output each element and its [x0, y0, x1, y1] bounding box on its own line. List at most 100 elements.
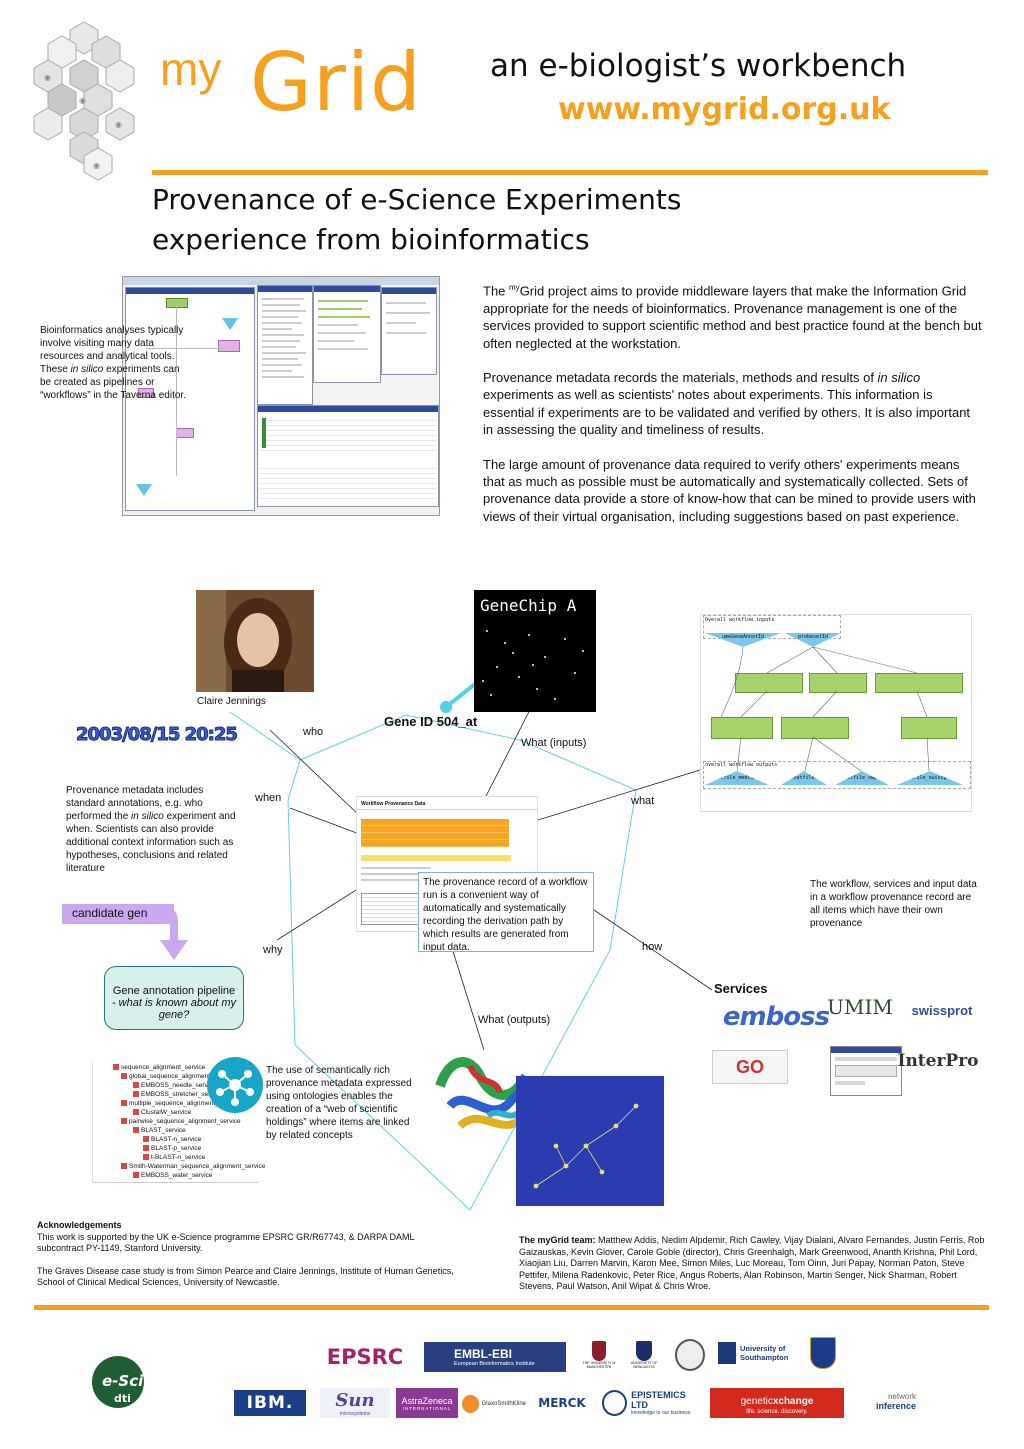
acknowledgements-heading: Acknowledgements [37, 1220, 122, 1230]
workflow-inputs-label: Overall workflow inputs [705, 617, 775, 623]
pathway-graph-image [516, 1076, 664, 1206]
oxford-crest-logo [808, 1334, 838, 1372]
gene-annotation-pipeline[interactable]: Gene annotation pipeline - what is known… [104, 966, 244, 1030]
ibm-logo: IBM. [234, 1390, 306, 1416]
geneticxchange-logo: geneticxchange life. science. discovery. [710, 1388, 844, 1418]
title-line-1: Provenance of e-Science Experiments [152, 183, 682, 216]
workflow-outputs-label: overall workflow outputs [705, 762, 778, 768]
mygrid-hex-logo: ◉◉◉◉ [33, 22, 135, 181]
workflow-window [125, 287, 255, 511]
southampton-text: University of Southampton [740, 1344, 789, 1362]
results-window [257, 405, 439, 507]
umim-logo: UMIM [827, 995, 893, 1019]
candidate-arrow-icon [148, 908, 188, 960]
intro-paragraph-1: The myGrid project aims to provide middl… [483, 283, 982, 351]
logo-prefix: my [160, 43, 222, 95]
intro-text: The myGrid project aims to provide middl… [483, 279, 983, 542]
dti-text: dti [114, 1392, 131, 1405]
label-how: how [642, 941, 663, 953]
sun-subtext: microsystems [339, 1410, 371, 1417]
workflow-note: The workflow, services and input data in… [810, 879, 977, 929]
tree-item[interactable]: t-BLAST-n_service [143, 1154, 205, 1161]
enactor-window [381, 287, 437, 375]
sun-text: Sun [335, 1389, 375, 1411]
tree-item[interactable]: Smith-Waterman_sequence_alignment_servic… [121, 1163, 265, 1170]
genechip-text: GeneChip A [480, 596, 577, 615]
svg-text:◉: ◉ [79, 96, 86, 105]
logo-main: Grid [250, 36, 422, 129]
record-note: The provenance record of a workflow run … [418, 872, 594, 953]
tagline: an e-biologist’s workbench [490, 48, 907, 84]
title-line-2: experience from bioinformatics [152, 223, 590, 256]
taverna-note: Bioinformatics analyses typically involv… [40, 325, 186, 401]
tree-item[interactable]: BLAST-n_service [143, 1136, 201, 1143]
epistemics-subtext: knowledge to our business [631, 1410, 691, 1416]
candidate-genes-tag: candidate genes [62, 904, 174, 924]
provenance-metadata-note: Provenance metadata includes standard an… [66, 785, 236, 874]
newcastle-logo: UNIVERSITY OF NEWCASTLE [626, 1334, 662, 1376]
newcastle-text: UNIVERSITY OF NEWCASTLE [630, 1361, 658, 1369]
acknowledgements-p2: The Graves Disease case study is from Si… [37, 1265, 454, 1288]
network-inference-logo: network inference [854, 1386, 916, 1416]
team-names: Matthew Addis, Nedim Alpdemir, Rich Cawl… [519, 1235, 985, 1292]
model-window [313, 285, 381, 383]
genetic-subtext: life. science. discovery. [746, 1409, 808, 1415]
taverna-note-emphasis: in silico [70, 364, 104, 375]
tree-item[interactable]: BLAST_service [133, 1127, 186, 1134]
gsk-logo: GlaxoSmithKline [462, 1390, 526, 1418]
tree-item[interactable]: EMBOSS_needle_service [133, 1082, 216, 1089]
report-summary-table [361, 819, 509, 847]
date-stamp: 2003/08/15 20:25 [76, 724, 239, 746]
merck-logo: MERCK [538, 1396, 586, 1410]
screenshot-menubar [123, 277, 439, 285]
network-text: network [887, 1391, 916, 1401]
acknowledgements-p1: This work is supported by the UK e-Scien… [37, 1231, 415, 1254]
workflow-diagram: Overall workflow inputs umeGeneAnnotId p… [700, 614, 972, 812]
escience-logo: e-Science dti [90, 1352, 183, 1414]
tree-item[interactable]: sequence_alignment_service [113, 1064, 205, 1071]
manchester-text: THE UNIVERSITY of MANCHESTER [582, 1361, 616, 1369]
taverna-screenshot [122, 276, 440, 516]
epistemics-text: EPISTEMICS LTD [631, 1390, 686, 1410]
inference-text: inference [875, 1400, 916, 1411]
pipeline-subtitle: - what is known about my gene? [111, 997, 237, 1021]
escience-text: e-Science [102, 1372, 184, 1390]
go-logo-text: GO [735, 1056, 764, 1077]
go-logo: GO [712, 1050, 788, 1084]
pipeline-title: Gene annotation pipeline [112, 985, 236, 997]
astrazeneca-subtext: INTERNATIONAL [402, 1405, 452, 1411]
interpro-logo: InterPro [897, 1051, 979, 1071]
label-why: why [263, 944, 283, 956]
network-icon [207, 1057, 263, 1113]
gsk-text: GlaxoSmithKline [481, 1401, 526, 1407]
emblebi-logo: EMBL-EBI European Bioinformatics Institu… [424, 1342, 566, 1372]
tree-item[interactable]: global_sequence_alignment_service [121, 1073, 234, 1080]
services-heading: Services [714, 981, 768, 996]
emboss-logo: emboss [722, 1002, 830, 1032]
manchester-logo: THE UNIVERSITY of MANCHESTER [580, 1334, 618, 1376]
label-what: what [631, 795, 655, 807]
tree-item[interactable]: multiple_sequence_alignment_service [121, 1100, 239, 1107]
header-rule [152, 170, 988, 175]
site-url[interactable]: www.mygrid.org.uk [558, 92, 891, 127]
sun-logo: Sun microsystems [320, 1388, 390, 1418]
service-window [257, 285, 313, 405]
emblebi-subtext: European Bioinformatics Institute [454, 1361, 535, 1367]
tree-item[interactable]: ClustalW_service [133, 1109, 191, 1116]
astrazeneca-logo: AstraZeneca INTERNATIONAL [396, 1388, 458, 1418]
emblebi-text: EMBL-EBI [454, 1347, 512, 1361]
tree-item[interactable]: BLAST-p_service [143, 1145, 201, 1152]
tree-item[interactable]: EMBOSS_stretcher_service [133, 1091, 222, 1098]
acknowledgements: Acknowledgements This work is supported … [37, 1220, 457, 1289]
footer-rule [34, 1305, 989, 1310]
label-what-inputs: What (inputs) [521, 737, 587, 749]
intro-paragraph-3: The large amount of provenance data requ… [483, 456, 976, 524]
tree-item[interactable]: EMBOSS_water_service [133, 1172, 213, 1179]
genetic-text-a: genetic [740, 1396, 773, 1407]
swissprot-logo: swissprot [911, 1002, 973, 1018]
epsrc-logo: EPSRC [326, 1345, 404, 1369]
tree-item[interactable]: pairwise_sequence_alignment_service [121, 1118, 241, 1125]
photo-caption: Claire Jennings [197, 696, 266, 707]
claire-photo [196, 590, 314, 692]
intro-paragraph-2: Provenance metadata records the material… [483, 369, 971, 438]
